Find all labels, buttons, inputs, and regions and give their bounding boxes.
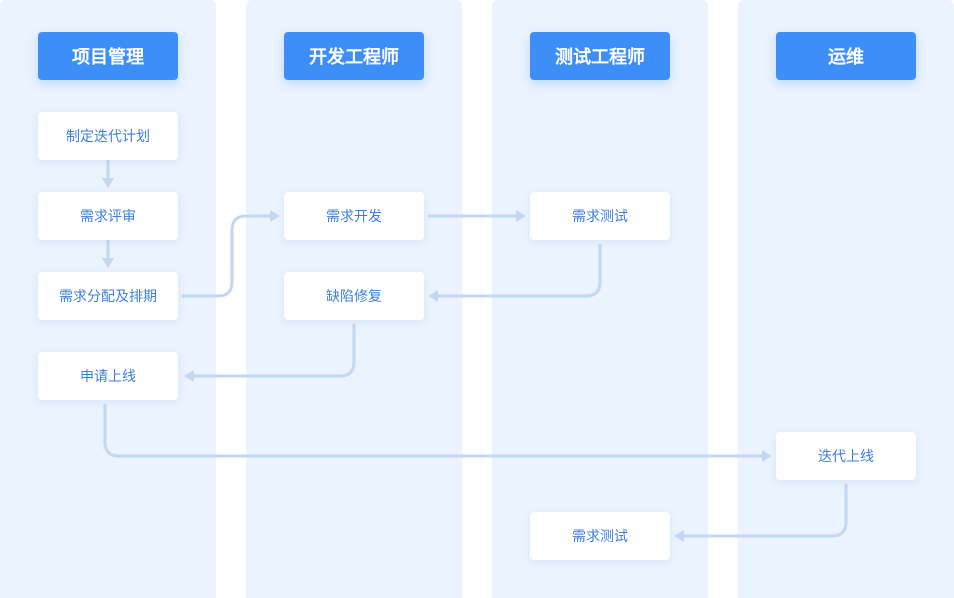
node-test-2: 需求测试 <box>530 512 670 560</box>
arrowhead <box>762 450 772 462</box>
lane-header-tester: 测试工程师 <box>530 32 670 80</box>
connector-apply-to-deploy <box>103 404 762 458</box>
arrowhead <box>674 530 684 542</box>
node-apply-release: 申请上线 <box>38 352 178 400</box>
lane-header-ops: 运维 <box>776 32 916 80</box>
arrowhead <box>184 370 194 382</box>
lane-header-developer: 开发工程师 <box>284 32 424 80</box>
node-deploy: 迭代上线 <box>776 432 916 480</box>
node-review-requirements: 需求评审 <box>38 192 178 240</box>
node-plan-iteration: 制定迭代计划 <box>38 112 178 160</box>
arrowhead <box>102 258 114 268</box>
arrowhead <box>428 290 438 302</box>
connector-fix-to-apply <box>194 324 356 378</box>
connector-test-to-fix <box>438 244 602 298</box>
arrowhead <box>270 210 280 222</box>
arrowhead <box>102 178 114 188</box>
node-fix-defects: 缺陷修复 <box>284 272 424 320</box>
lane-tester <box>492 0 708 598</box>
node-allocate-schedule: 需求分配及排期 <box>38 272 178 320</box>
lane-header-project-management: 项目管理 <box>38 32 178 80</box>
connector-deploy-to-test <box>684 484 848 538</box>
node-develop: 需求开发 <box>284 192 424 240</box>
connector-allocate-to-develop <box>182 214 270 298</box>
arrowhead <box>516 210 526 222</box>
node-test-1: 需求测试 <box>530 192 670 240</box>
